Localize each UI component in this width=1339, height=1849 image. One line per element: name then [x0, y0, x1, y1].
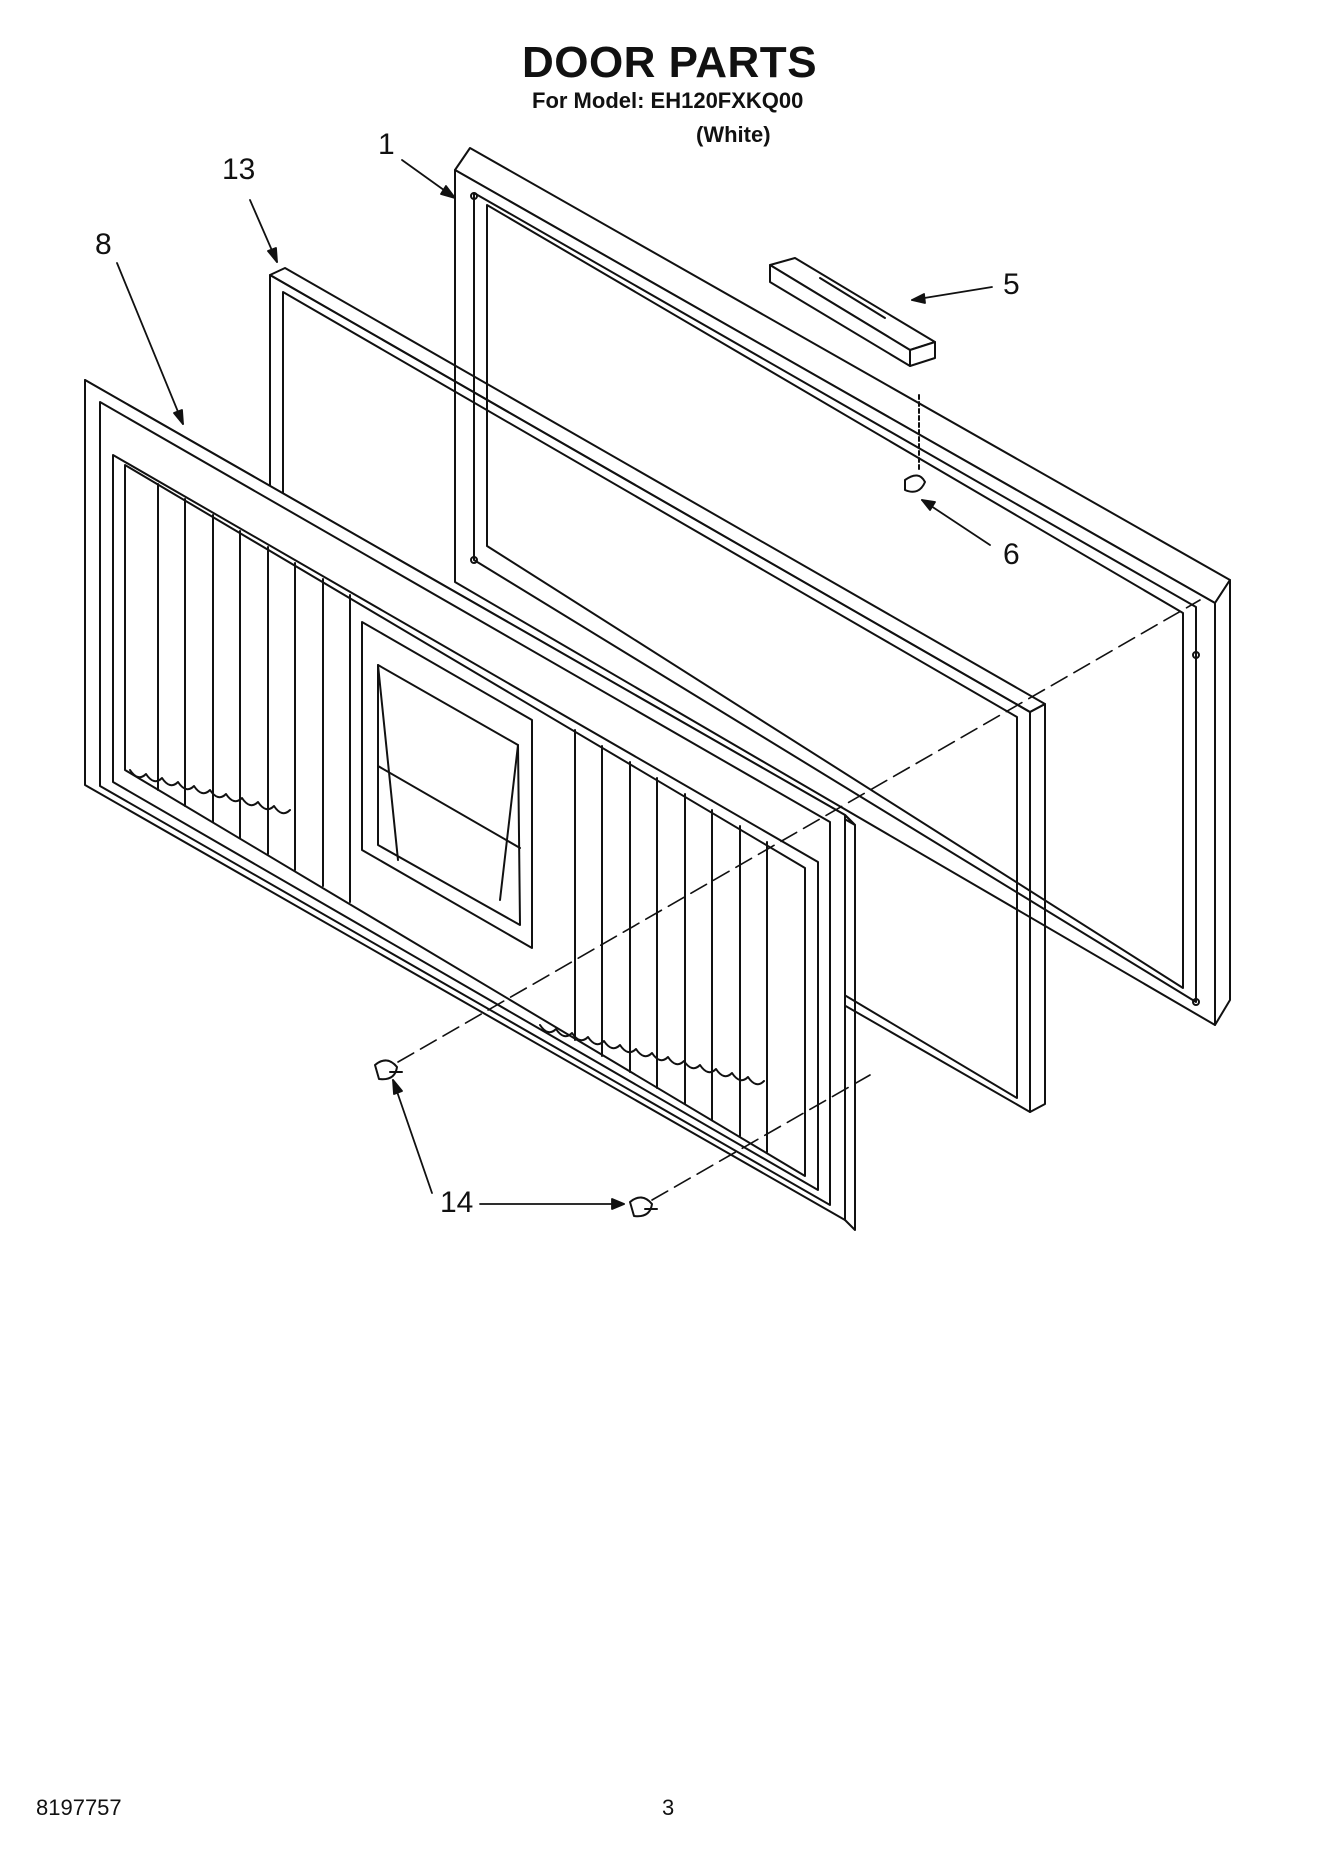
leader-8: [116, 262, 184, 425]
callout-13: 13: [222, 153, 256, 186]
arrowhead-5: [911, 293, 926, 304]
part-6-bumper: [904, 394, 926, 493]
callout-14: 14: [440, 1186, 474, 1219]
page-title: DOOR PARTS: [521, 38, 818, 87]
arrowhead-8: [173, 409, 184, 425]
part-5-handle: [769, 257, 936, 367]
callout-1: 1: [378, 128, 395, 161]
part-1-door-frame: [454, 147, 1231, 1026]
part-14-screw-right: [629, 1196, 658, 1218]
alignment-line-lower: [651, 1074, 871, 1201]
document-number: 8197757: [36, 1795, 122, 1820]
part-14-screw-left: [374, 1059, 403, 1081]
model-number: For Model: EH120FXKQ00: [532, 88, 804, 113]
callout-6: 6: [1003, 538, 1020, 571]
part-8-door-liner: [84, 379, 856, 1231]
leader-14-up: [392, 1079, 433, 1194]
arrowhead-13: [267, 247, 278, 263]
alignment-line-upper: [397, 599, 1201, 1063]
color-variant: (White): [696, 122, 771, 147]
arrowhead-1: [440, 185, 456, 199]
callout-5: 5: [1003, 268, 1020, 301]
page-number: 3: [662, 1795, 675, 1820]
leader-5: [911, 286, 993, 301]
callout-8: 8: [95, 228, 112, 261]
leader-6: [921, 499, 991, 546]
arrowhead-14-up: [392, 1079, 403, 1095]
arrowhead-6: [921, 499, 936, 511]
arrowhead-14-right: [611, 1198, 625, 1210]
